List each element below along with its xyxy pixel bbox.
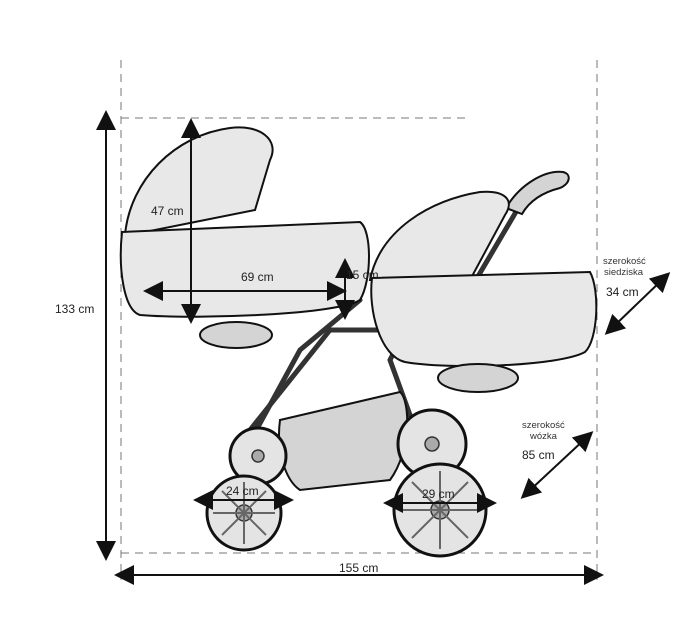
label-large-wheel: 29 cm bbox=[422, 487, 455, 501]
arrow-seat-width bbox=[604, 272, 671, 335]
shopping-basket bbox=[278, 390, 409, 492]
label-small-wheel: 24 cm bbox=[226, 484, 259, 498]
dimension-arrows bbox=[96, 110, 671, 585]
label-seat-width-value: 34 cm bbox=[606, 285, 639, 299]
guide-lines bbox=[120, 60, 598, 580]
label-carrycot-height: 47 cm bbox=[151, 204, 184, 218]
arrow-stroller-width bbox=[520, 431, 594, 499]
label-seat-width-caption-2: siedziska bbox=[604, 267, 644, 278]
carrycot-right-hood bbox=[368, 190, 510, 281]
wheel-large bbox=[392, 462, 488, 558]
carrycot-right-bumper bbox=[437, 363, 519, 393]
label-carrycot-length: 69 cm bbox=[241, 270, 274, 284]
carrycot-right-body bbox=[370, 270, 598, 368]
carrycot-left-hood bbox=[123, 126, 274, 236]
label-carrycot-depth: 15 cm bbox=[346, 268, 379, 282]
label-stroller-width-caption-1: szerokość bbox=[522, 420, 565, 431]
dimension-labels: 133 cm 155 cm 47 cm 69 cm 15 cm szerokoś… bbox=[55, 204, 646, 575]
label-stroller-width-value: 85 cm bbox=[522, 448, 555, 462]
stroller-illustration bbox=[119, 126, 598, 558]
label-width-total: 155 cm bbox=[339, 561, 378, 575]
handle-bar bbox=[504, 170, 570, 216]
carrycot-left-bumper bbox=[199, 321, 273, 349]
label-seat-width-caption-1: szerokość bbox=[603, 256, 646, 267]
wheel-rear-small-back bbox=[228, 426, 288, 486]
label-stroller-width-caption-2: wózka bbox=[529, 431, 558, 442]
label-height-total: 133 cm bbox=[55, 302, 94, 316]
